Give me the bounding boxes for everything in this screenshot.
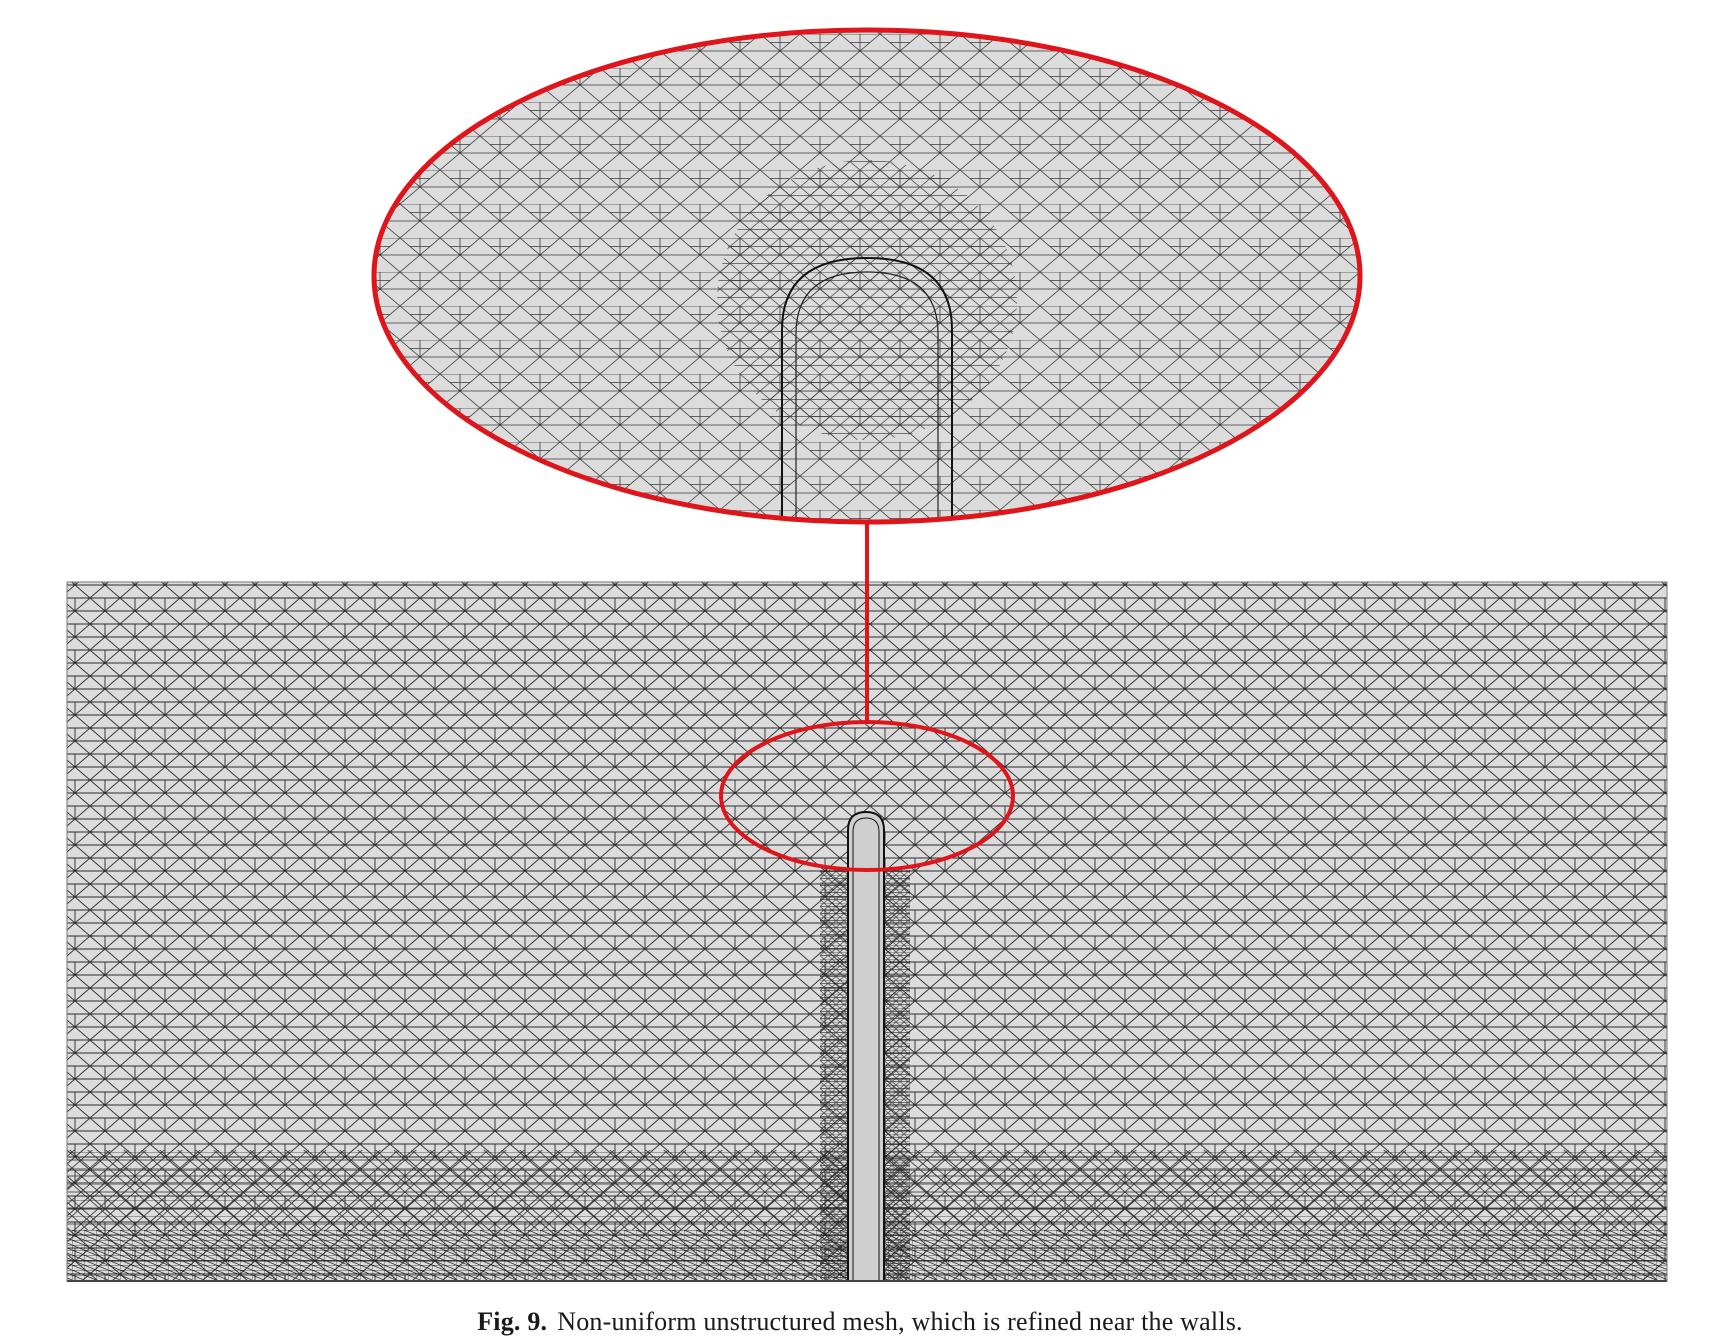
figure-caption: Fig. 9. Non-uniform unstructured mesh, wh… — [0, 1307, 1720, 1337]
figure-caption-text: Non-uniform unstructured mesh, which is … — [557, 1307, 1243, 1336]
figure-label: Fig. 9. — [477, 1307, 548, 1336]
zoom-refined-region — [717, 160, 1017, 440]
obstacle-inner-line — [852, 817, 880, 1281]
obstacle-wall — [847, 810, 885, 1282]
zoom-obstacle-inner — [795, 271, 939, 522]
mesh-domain — [60, 580, 1670, 1282]
zoom-obstacle-outer — [781, 256, 953, 522]
highlight-ellipse — [719, 720, 1015, 872]
zoom-inset — [371, 27, 1363, 525]
